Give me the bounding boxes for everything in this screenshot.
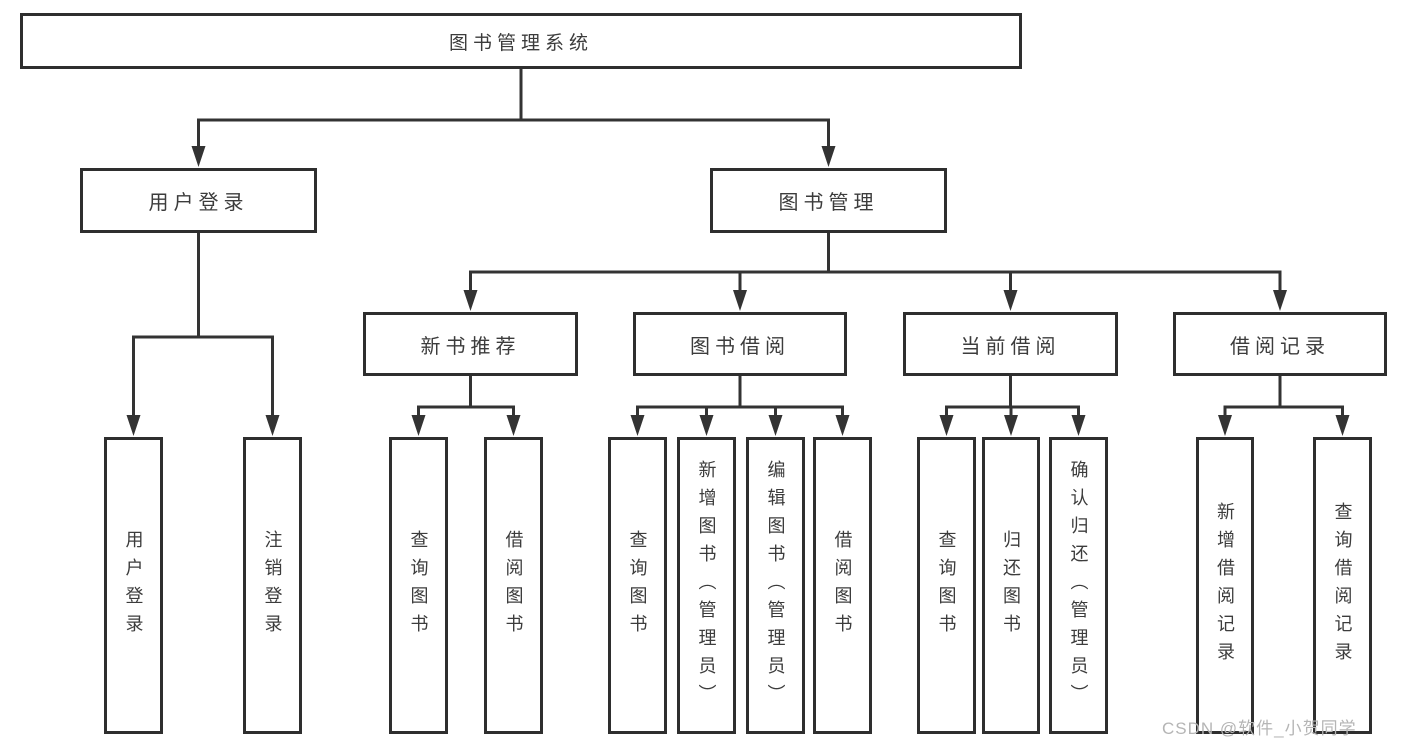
node-book-borrow: 图书借阅 [633, 312, 847, 376]
leaf-borrow-edit-books-admin: 编辑图书（管理员） [746, 437, 805, 734]
leaf-borrow-query-books: 查询图书 [608, 437, 667, 734]
leaf-recommend-query-books: 查询图书 [389, 437, 448, 734]
node-borrow-records: 借阅记录 [1173, 312, 1387, 376]
leaf-logout: 注销登录 [243, 437, 302, 734]
leaf-current-query-books: 查询图书 [917, 437, 976, 734]
leaf-recommend-borrow-books: 借阅图书 [484, 437, 543, 734]
leaf-borrow-add-books-admin: 新增图书（管理员） [677, 437, 736, 734]
csdn-watermark: CSDN @软件_小贺同学 [1162, 719, 1357, 738]
leaf-current-confirm-return-admin: 确认归还（管理员） [1049, 437, 1108, 734]
node-user-login: 用户登录 [80, 168, 317, 233]
leaf-borrow-borrow-books: 借阅图书 [813, 437, 872, 734]
node-book-management: 图书管理 [710, 168, 947, 233]
node-new-book-recommend: 新书推荐 [363, 312, 578, 376]
leaf-user-login: 用户登录 [104, 437, 163, 734]
leaf-records-add-record: 新增借阅记录 [1196, 437, 1254, 734]
leaf-records-query-record: 查询借阅记录 [1313, 437, 1372, 734]
node-current-borrow: 当前借阅 [903, 312, 1118, 376]
leaf-current-return-books: 归还图书 [982, 437, 1040, 734]
node-library-management-system: 图书管理系统 [20, 13, 1022, 69]
